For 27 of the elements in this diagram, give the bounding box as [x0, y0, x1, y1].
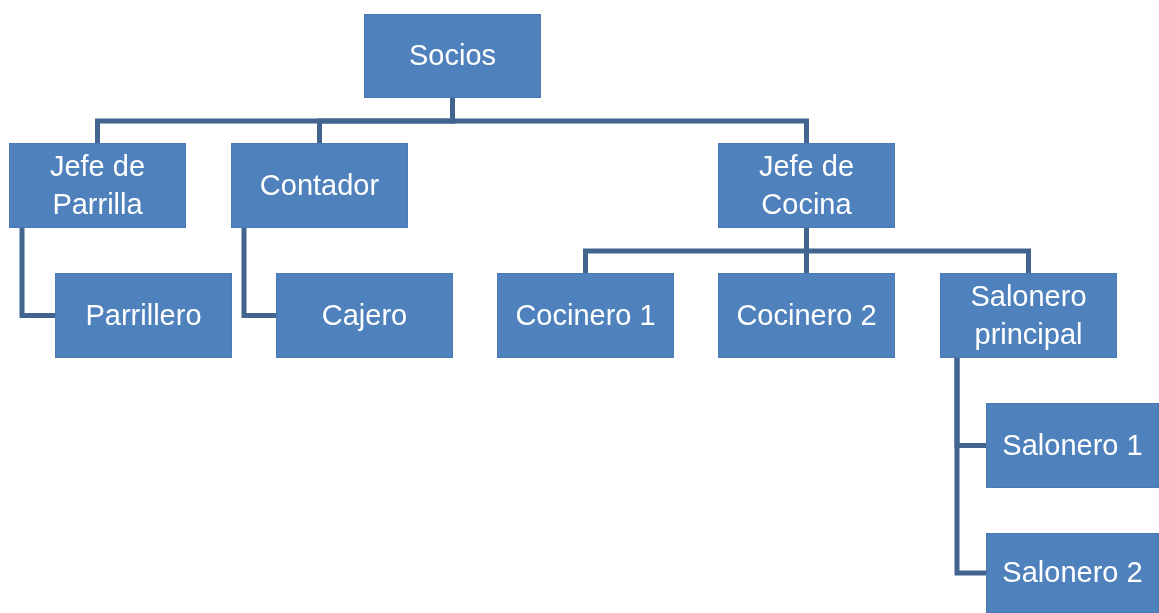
org-box: [986, 533, 1159, 613]
org-box: [940, 273, 1117, 358]
org-box: [718, 273, 895, 358]
role-label: Salonero 1: [1002, 427, 1143, 463]
connector-line: [804, 228, 1031, 273]
org-box: [9, 143, 186, 228]
org-box: [276, 273, 453, 358]
role-label: Cocinero 1: [515, 297, 656, 333]
org-box: [364, 14, 541, 98]
org-box: [55, 273, 232, 358]
role-label: Salonero principal: [969, 278, 1088, 352]
role-label: Salonero 2: [1002, 555, 1143, 591]
connector-line: [450, 98, 809, 143]
connector-line: [19, 228, 55, 318]
org-box: [497, 273, 674, 358]
role-label: Jefe de Cocina: [757, 148, 856, 222]
connector-line: [954, 358, 986, 576]
role-label: Parrillero: [85, 297, 202, 333]
role-label: Contador: [259, 167, 380, 203]
org-box: [986, 403, 1159, 488]
connector-line: [241, 228, 276, 318]
role-label: Cocinero 2: [736, 297, 877, 333]
org-box: [231, 143, 408, 228]
role-label: Jefe de Parrilla: [48, 148, 147, 222]
org-box: [718, 143, 895, 228]
role-label: Socios: [408, 38, 496, 74]
role-label: Cajero: [321, 297, 408, 333]
